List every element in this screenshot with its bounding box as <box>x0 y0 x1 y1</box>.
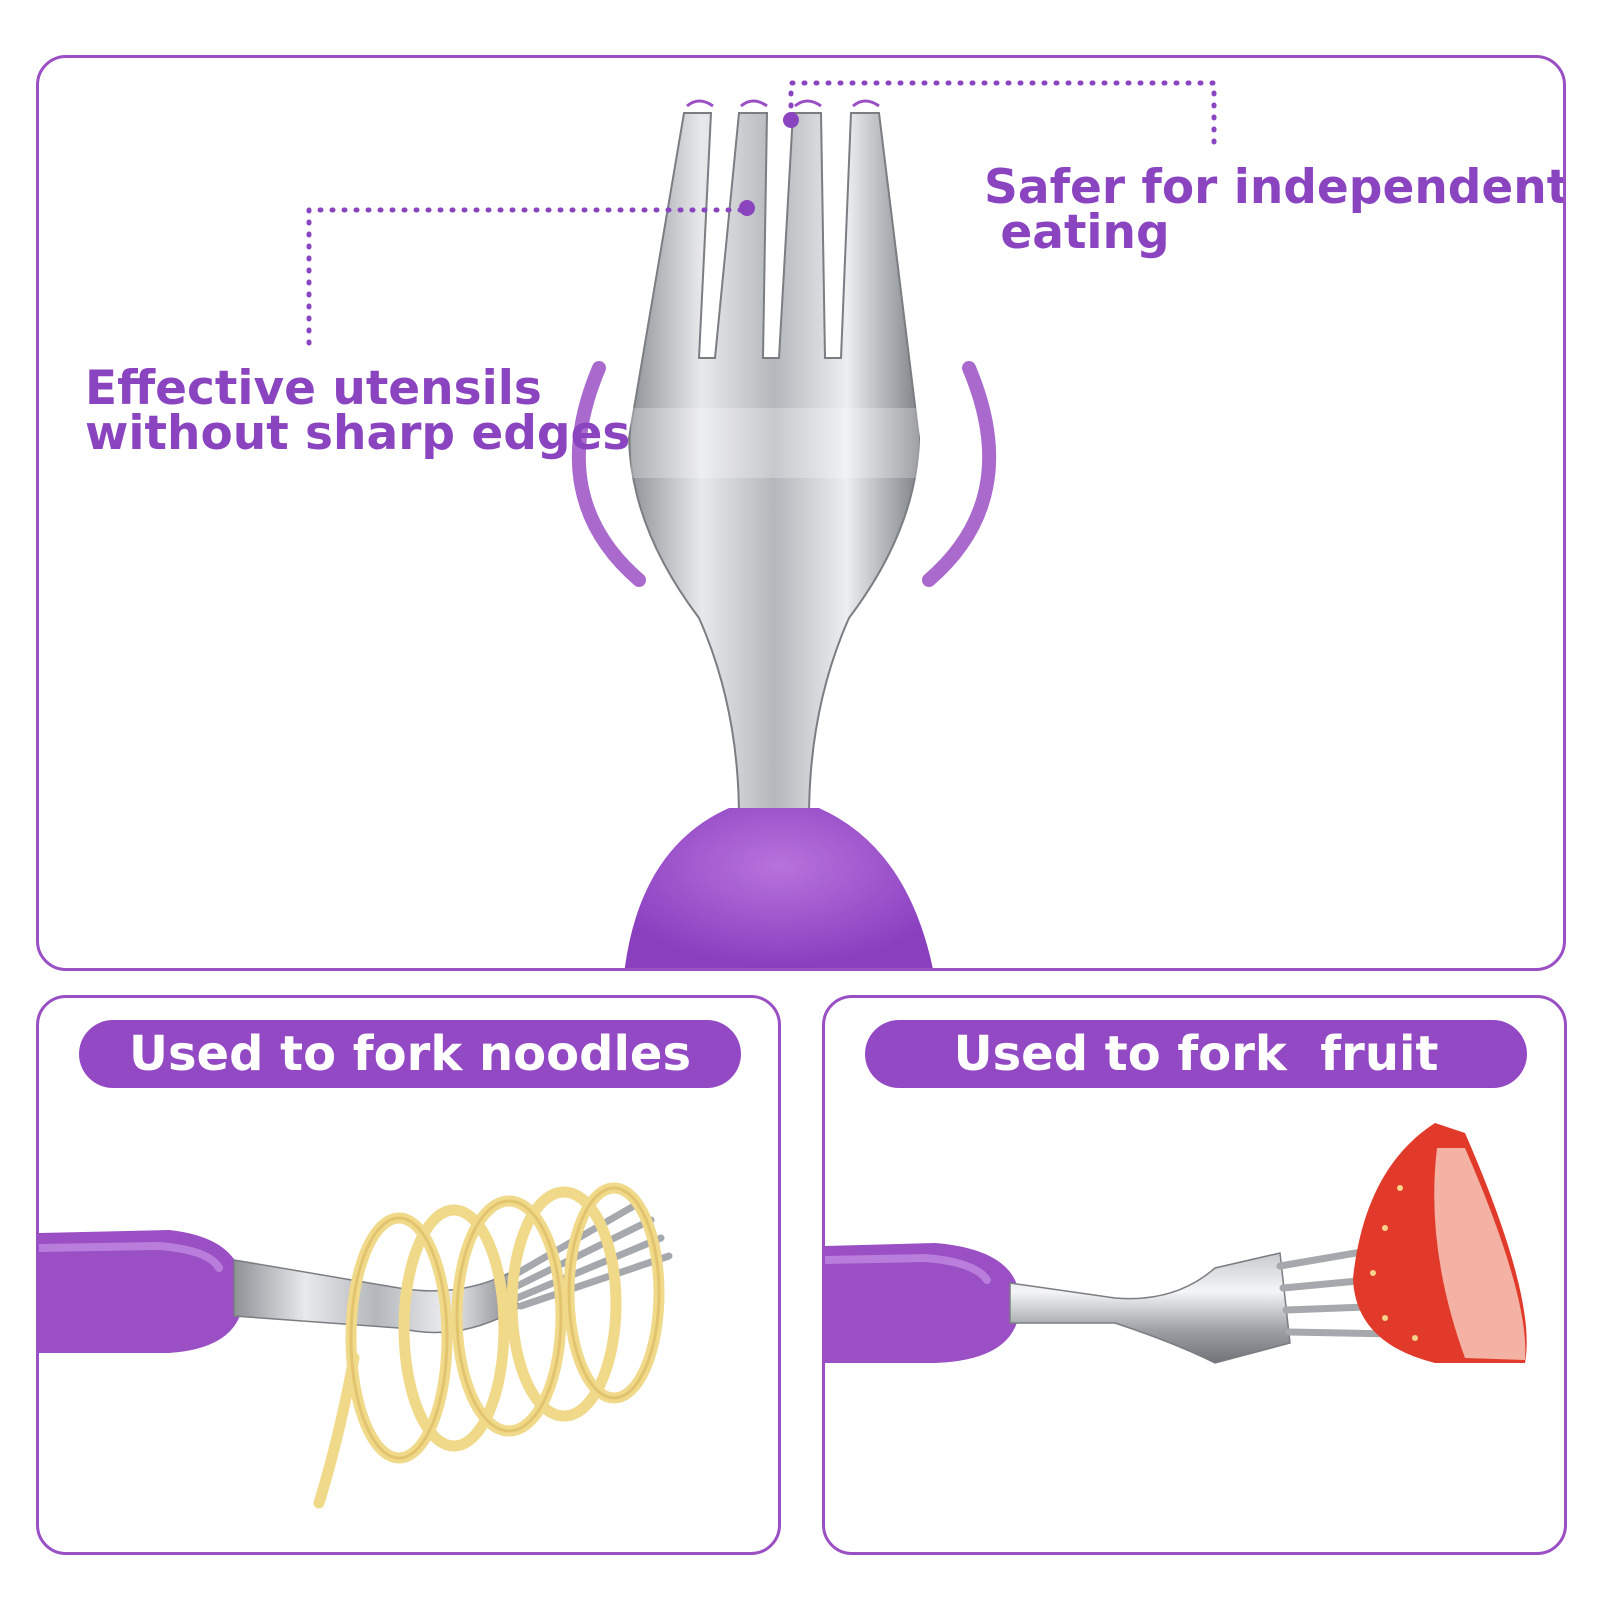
callout-lines <box>306 80 1217 346</box>
fork-closeup-illustration <box>306 80 1217 968</box>
fork-closeup-panel: Effective utensils without sharp edges S… <box>36 55 1566 971</box>
left-curve-arc <box>571 361 646 587</box>
noodle-fork-shaft <box>233 1259 520 1334</box>
fruit-fork-handle <box>825 1243 1020 1363</box>
fruit-panel: Used to fork fruit <box>822 995 1567 1555</box>
fork-head <box>627 112 921 819</box>
noodles-label: Used to fork noodles <box>79 1020 741 1088</box>
callout-dot-safer <box>783 112 799 128</box>
fork-handle-grip <box>624 808 933 968</box>
noodle-fork-handle <box>39 1230 244 1353</box>
fruit-fork-illustration <box>825 1123 1527 1364</box>
tine-tip-arcs <box>686 99 880 108</box>
strawberry-seeds <box>1370 1185 1418 1341</box>
callout-dot-edges <box>739 200 755 216</box>
fruit-label: Used to fork fruit <box>865 1020 1527 1088</box>
fork-shine <box>631 408 919 478</box>
noodle-fork-illustration <box>39 1182 673 1509</box>
callout-safer-eating: Safer for independent eating <box>984 160 1566 260</box>
noodles-panel: Used to fork noodles <box>36 995 781 1555</box>
fruit-fork-shaft <box>1009 1252 1291 1364</box>
noodle-coils <box>313 1182 665 1509</box>
right-curve-arc <box>922 361 997 587</box>
callout-no-sharp-edges: Effective utensils without sharp edges <box>85 361 631 461</box>
